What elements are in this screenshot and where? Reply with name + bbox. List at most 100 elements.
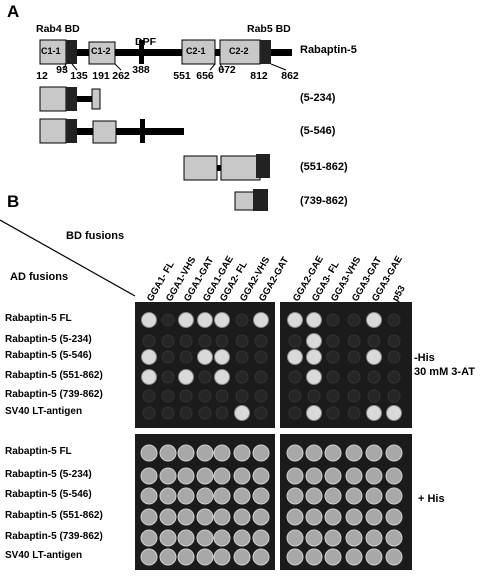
colony-no-growth [326, 389, 340, 403]
rab4-bd-label: Rab4 BD [36, 23, 80, 35]
colony-growth [385, 467, 403, 485]
colony-growth [159, 444, 177, 462]
colony-growth [159, 487, 177, 505]
row-label: SV40 LT-antigen [5, 550, 83, 561]
colony-no-growth [254, 334, 268, 348]
colony-growth [196, 487, 214, 505]
colony-no-growth [198, 370, 212, 384]
position-number: 862 [281, 70, 299, 82]
colony-no-growth [235, 350, 249, 364]
row-label: Rabaptin-5 (551-862) [5, 510, 103, 521]
colony-growth [196, 444, 214, 462]
construct-551-862 [183, 154, 270, 181]
colony-no-growth [288, 334, 302, 348]
colony-no-growth [198, 406, 212, 420]
colony-growth [140, 529, 158, 547]
colony-growth [140, 487, 158, 505]
colony-growth [233, 487, 251, 505]
colony-growth [306, 405, 322, 421]
colony-no-growth [367, 389, 381, 403]
panel-b-letter: B [7, 192, 20, 211]
colony-growth [213, 467, 231, 485]
colony-no-growth [254, 350, 268, 364]
colony-growth [252, 487, 270, 505]
colony-growth [306, 369, 322, 385]
colony-growth [141, 312, 157, 328]
colony-growth [196, 548, 214, 566]
row-label: Rabaptin-5 FL [5, 313, 72, 324]
colony-no-growth [326, 406, 340, 420]
row-label: Rabaptin-5 (5-234) [5, 469, 92, 480]
colony-no-growth [367, 334, 381, 348]
colony-growth [365, 467, 383, 485]
colony-growth [345, 548, 363, 566]
colony-growth [286, 467, 304, 485]
row-label: Rabaptin-5 (5-546) [5, 350, 92, 361]
colony-growth [385, 444, 403, 462]
colony-growth [252, 508, 270, 526]
colony-growth [306, 333, 322, 349]
colony-growth [140, 444, 158, 462]
construct-label: (551-862) [300, 161, 348, 173]
colony-growth [177, 444, 195, 462]
colony-growth [233, 444, 251, 462]
colony-growth [286, 444, 304, 462]
colony-growth [252, 529, 270, 547]
colony-growth [305, 508, 323, 526]
colony-growth [385, 529, 403, 547]
colony-no-growth [142, 389, 156, 403]
ad-fusions-title: AD fusions [10, 271, 69, 283]
colony-no-growth [387, 334, 401, 348]
colony-growth [385, 548, 403, 566]
colony-no-growth [235, 334, 249, 348]
colony-growth [324, 444, 342, 462]
colony-growth [140, 467, 158, 485]
colony-growth [286, 529, 304, 547]
colony-no-growth [347, 370, 361, 384]
colony-growth [213, 508, 231, 526]
colony-no-growth [254, 406, 268, 420]
colony-growth [233, 467, 251, 485]
colony-growth [324, 467, 342, 485]
colony-no-growth [235, 370, 249, 384]
colony-growth [324, 548, 342, 566]
colony-no-growth [387, 313, 401, 327]
condition-minus-his: -His [414, 352, 435, 364]
colony-growth [286, 508, 304, 526]
colony-growth [365, 444, 383, 462]
colony-no-growth [161, 334, 175, 348]
colony-growth [253, 312, 269, 328]
colony-no-growth [235, 389, 249, 403]
colony-no-growth [215, 389, 229, 403]
colony-no-growth [179, 334, 193, 348]
colony-no-growth [288, 406, 302, 420]
colony-no-growth [326, 370, 340, 384]
row-label: Rabaptin-5 (5-546) [5, 489, 92, 500]
colony-no-growth [161, 313, 175, 327]
colony-growth [214, 349, 230, 365]
colony-growth [196, 529, 214, 547]
colony-no-growth [235, 313, 249, 327]
domain-c2-1: C2-1 [186, 46, 206, 56]
colony-growth [233, 548, 251, 566]
colony-growth [140, 508, 158, 526]
colony-no-growth [254, 389, 268, 403]
bd-fusions-title: BD fusions [66, 230, 125, 242]
colony-no-growth [347, 313, 361, 327]
colony-no-growth [387, 370, 401, 384]
colony-growth [287, 312, 303, 328]
colony-growth [196, 467, 214, 485]
colony-no-growth [198, 389, 212, 403]
colony-growth [141, 369, 157, 385]
colony-no-growth [387, 350, 401, 364]
colony-growth [365, 548, 383, 566]
colony-growth [159, 508, 177, 526]
condition-plus-his: + His [418, 493, 445, 505]
colony-growth [305, 548, 323, 566]
position-number: 191 [92, 70, 110, 82]
colony-growth [196, 508, 214, 526]
colony-growth [213, 548, 231, 566]
colony-no-growth [326, 334, 340, 348]
colony-no-growth [179, 350, 193, 364]
colony-growth [178, 369, 194, 385]
